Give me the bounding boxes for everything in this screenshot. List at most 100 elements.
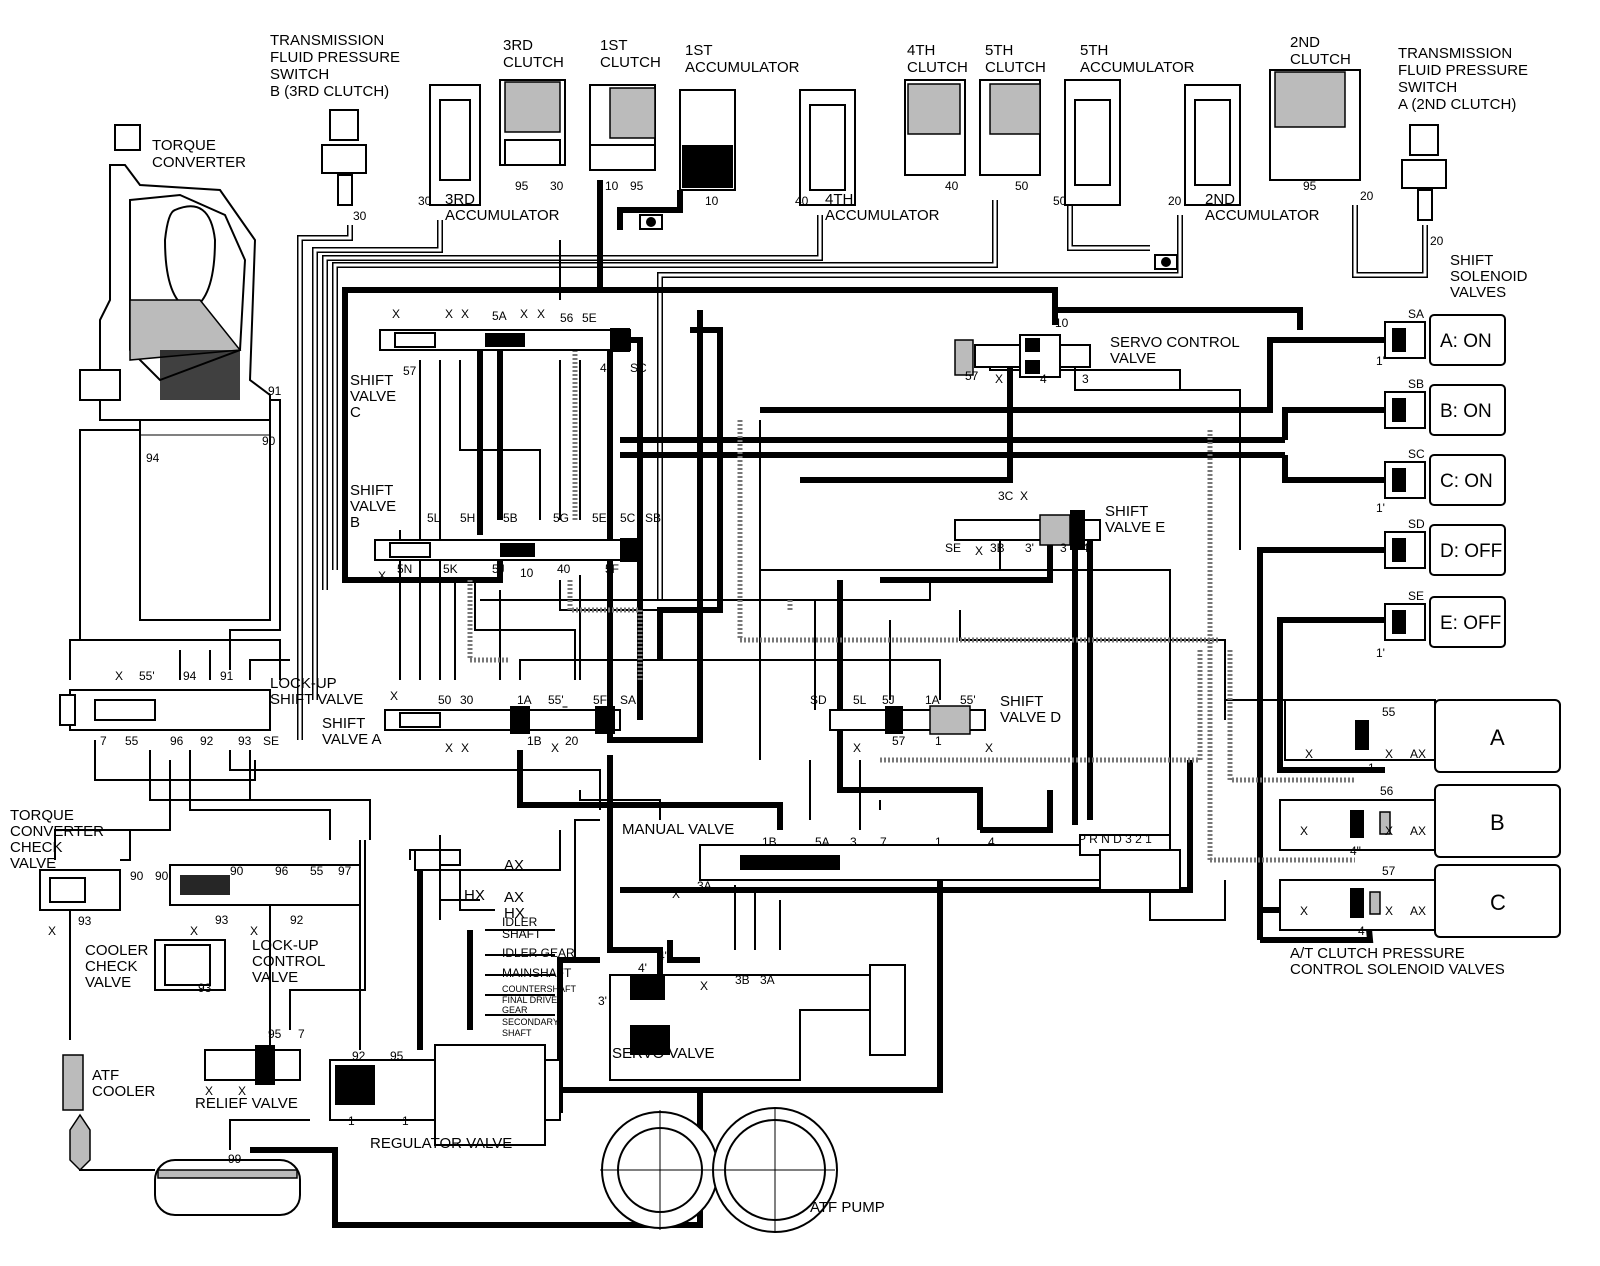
- manual-valve-label: MANUAL VALVE: [622, 821, 734, 838]
- svg-text:5J: 5J: [492, 562, 505, 576]
- svg-text:91: 91: [220, 669, 234, 683]
- acc-4th-line2: ACCUMULATOR: [825, 207, 940, 224]
- svg-text:90: 90: [230, 864, 244, 878]
- svg-text:5F: 5F: [605, 562, 619, 576]
- svg-text:X: X: [537, 307, 545, 321]
- servo-valve: [609, 964, 906, 1081]
- svg-text:5G: 5G: [553, 511, 569, 525]
- shaft-label-5: COUNTERSHAFT: [502, 984, 577, 994]
- svg-text:5C: 5C: [620, 511, 636, 525]
- clutch-pcs-unit-label: B: [1490, 810, 1505, 835]
- svg-text:10: 10: [605, 179, 619, 193]
- svg-text:SC: SC: [630, 361, 647, 375]
- tfps-a-line1: TRANSMISSION: [1398, 45, 1512, 62]
- solenoid-tag: SC: [1408, 447, 1425, 461]
- tfps-b-line1: TRANSMISSION: [270, 32, 384, 49]
- clutch-4th-line1: 4TH: [907, 42, 935, 59]
- svg-text:3': 3': [1025, 541, 1034, 555]
- atf-pump-label: ATF PUMP: [810, 1199, 885, 1216]
- svg-text:4: 4: [1082, 541, 1089, 555]
- svg-text:5H: 5H: [460, 511, 475, 525]
- regulator-valve-label: REGULATOR VALVE: [370, 1135, 512, 1152]
- svg-text:1: 1: [935, 835, 942, 849]
- acc-2nd-line2: ACCUMULATOR: [1205, 207, 1320, 224]
- svg-text:5E: 5E: [592, 511, 607, 525]
- clutch-pressure-solenoids: ABC: [1279, 699, 1561, 938]
- shift-valve-e: [954, 510, 1101, 550]
- tfps-b-line3: SWITCH: [270, 66, 329, 83]
- solenoid-core: [1392, 328, 1406, 352]
- svg-text:3: 3: [1060, 541, 1067, 555]
- solenoid-tag: SE: [1408, 589, 1424, 603]
- svg-text:90: 90: [262, 434, 276, 448]
- servo-control-line1: SERVO CONTROL: [1110, 334, 1240, 351]
- solenoid-state-label: C: ON: [1440, 471, 1493, 492]
- accumulator-5th: [1064, 79, 1121, 206]
- svg-text:X: X: [985, 741, 993, 755]
- solenoid-core: [1392, 468, 1406, 492]
- lockup-shift-line1: LOCK-UP: [270, 675, 337, 692]
- text-labels: TRANSMISSION FLUID PRESSURE SWITCH B (3R…: [10, 32, 1528, 1216]
- clutch-4th-line2: CLUTCH: [907, 59, 968, 76]
- svg-text:40: 40: [795, 194, 809, 208]
- servo-control-line2: VALVE: [1110, 350, 1156, 367]
- shaft-label-2: SHAFT: [502, 927, 542, 941]
- svg-text:3: 3: [1082, 372, 1089, 386]
- svg-text:30: 30: [460, 693, 474, 707]
- svg-text:X: X: [378, 569, 386, 583]
- solenoid-state-label: D: OFF: [1440, 541, 1502, 562]
- svg-text:5J: 5J: [882, 693, 895, 707]
- tc-check-line3: CHECK: [10, 839, 63, 856]
- shift-valve-c: [379, 328, 631, 352]
- svg-text:95: 95: [390, 1049, 404, 1063]
- clutch-2nd: [1269, 69, 1361, 181]
- svg-text:3C: 3C: [998, 489, 1014, 503]
- hx-label-2: HX: [504, 905, 525, 922]
- svg-text:5L: 5L: [853, 693, 867, 707]
- atf-cooler-line1: ATF: [92, 1067, 119, 1084]
- svg-text:1B: 1B: [762, 835, 777, 849]
- svg-text:20: 20: [565, 734, 579, 748]
- svg-text:1: 1: [402, 1114, 409, 1128]
- svg-text:10: 10: [1055, 316, 1069, 330]
- solenoid-state-label: E: OFF: [1440, 613, 1501, 634]
- svg-text:X: X: [1385, 904, 1393, 918]
- lockup-control-valve: [169, 864, 361, 906]
- svg-text:X: X: [551, 741, 559, 755]
- svg-text:50: 50: [1015, 179, 1029, 193]
- svg-text:50: 50: [438, 693, 452, 707]
- svg-text:57: 57: [1382, 864, 1396, 878]
- atf-reservoir: [154, 1159, 301, 1216]
- svg-text:4": 4": [658, 949, 669, 963]
- svg-text:5B: 5B: [503, 511, 518, 525]
- svg-text:4: 4: [600, 361, 607, 375]
- svg-text:56: 56: [560, 311, 574, 325]
- svg-text:7: 7: [880, 835, 887, 849]
- svg-text:5A: 5A: [815, 835, 830, 849]
- svg-text:55': 55': [139, 669, 155, 683]
- svg-text:X: X: [461, 307, 469, 321]
- svg-text:4": 4": [1350, 844, 1361, 858]
- lockup-control-line3: VALVE: [252, 969, 298, 986]
- clutch-3rd-line2: CLUTCH: [503, 54, 564, 71]
- clutch-1st-line2: CLUTCH: [600, 54, 661, 71]
- acc-3rd-line1: 3RD: [445, 191, 475, 208]
- shift-valve-c-line1: SHIFT: [350, 372, 393, 389]
- svg-text:SD: SD: [810, 693, 827, 707]
- svg-text:95: 95: [268, 1027, 282, 1041]
- svg-text:X: X: [205, 1084, 213, 1098]
- svg-text:30: 30: [353, 209, 367, 223]
- svg-text:50: 50: [1053, 194, 1067, 208]
- svg-text:97: 97: [338, 864, 352, 878]
- accumulator-1st: [679, 89, 736, 191]
- shift-valve-d-line2: VALVE D: [1000, 709, 1061, 726]
- svg-text:57: 57: [965, 369, 979, 383]
- svg-text:X: X: [1020, 489, 1028, 503]
- lockup-shift-valve: [59, 689, 271, 731]
- atf-pump: [600, 1107, 838, 1233]
- clutch-1st-line1: 1ST: [600, 37, 628, 54]
- acc-4th-line1: 4TH: [825, 191, 853, 208]
- svg-text:1A: 1A: [517, 693, 532, 707]
- tc-check-line1: TORQUE: [10, 807, 74, 824]
- tc-check-line4: VALVE: [10, 855, 56, 872]
